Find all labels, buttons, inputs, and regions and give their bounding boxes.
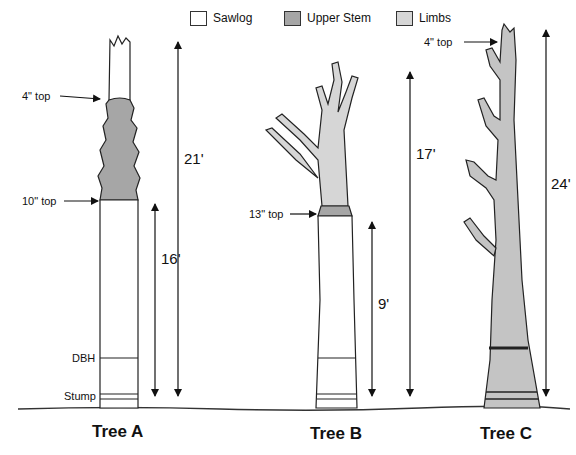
tree-a [98,36,140,408]
dimension-arrow [177,42,178,396]
leader-line [464,41,497,42]
legend-item: Sawlog [190,10,252,26]
top-diameter-label: 4" top [22,90,50,103]
legend-swatch [190,11,207,26]
leader-line [290,213,316,214]
legend-text: Upper Stem [307,11,371,25]
height-dimension: 21' [184,150,204,168]
height-dimension: 17' [416,145,436,163]
dimension-arrow [409,72,410,396]
leader-line [64,200,98,201]
leader-line [60,96,100,99]
tree-name: Tree A [92,422,143,442]
dimension-arrow [545,30,546,396]
dimension-arrow [371,222,372,396]
height-dimension: 16' [161,250,181,268]
height-dimension: 9' [378,295,389,313]
legend-item: Limbs [396,10,451,26]
height-dimension: 24' [551,175,571,193]
legend-item: Upper Stem [284,10,371,26]
legend-swatch [396,11,413,26]
dbh-label: DBH [72,352,95,365]
stump-label: Stump [64,390,96,403]
tree-b [266,62,358,408]
top-diameter-label: 10" top [22,195,57,208]
legend-swatch [284,11,301,26]
tree-name: Tree B [310,424,362,444]
legend-text: Sawlog [213,11,252,25]
top-diameter-label: 13" top [249,208,284,221]
tree-name: Tree C [480,424,532,444]
tree-c [464,24,540,408]
top-diameter-label: 4" top [424,36,452,49]
dimension-arrow [154,204,155,396]
legend-text: Limbs [419,11,451,25]
